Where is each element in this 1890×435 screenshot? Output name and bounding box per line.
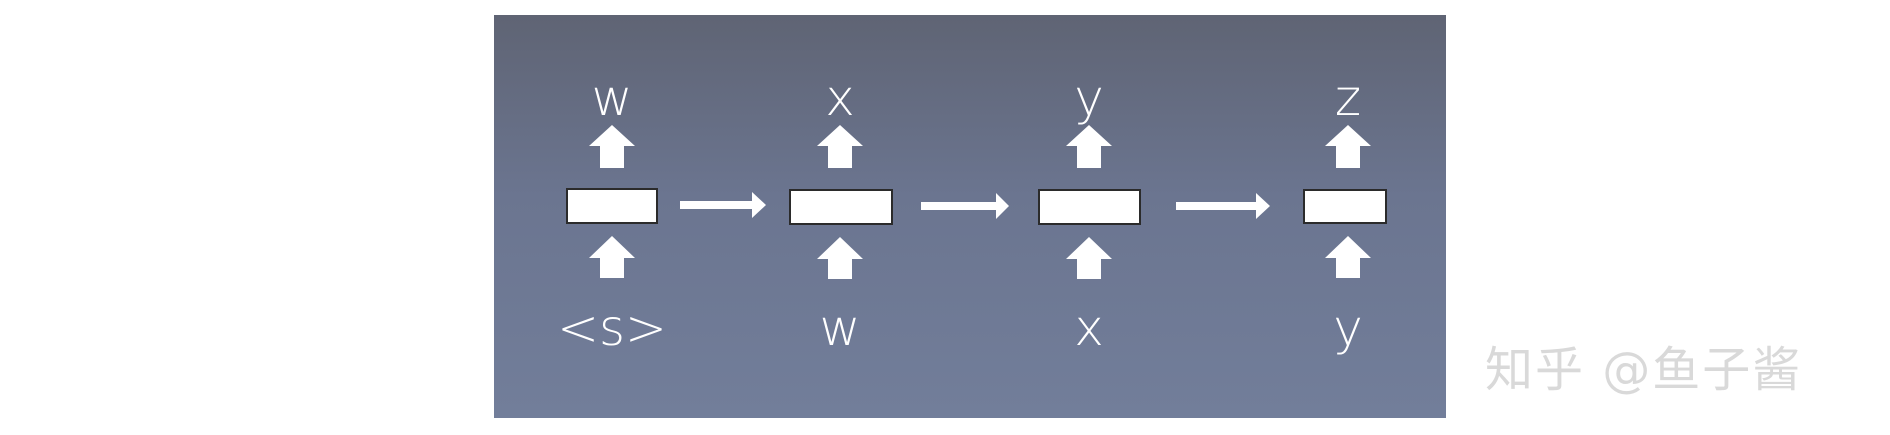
recurrent-arrow-right-icon-3 bbox=[1176, 193, 1270, 219]
input-token-1: <s> bbox=[557, 299, 667, 357]
output-token-3: y bbox=[1074, 69, 1104, 127]
hidden-state-cell-2 bbox=[789, 189, 893, 225]
output-arrow-up-icon-1 bbox=[589, 125, 635, 168]
hidden-state-cell-3 bbox=[1038, 189, 1141, 225]
input-arrow-up-icon-3 bbox=[1066, 237, 1112, 279]
input-arrow-up-icon-1 bbox=[589, 236, 635, 278]
recurrent-arrow-right-icon-1 bbox=[680, 192, 766, 218]
input-token-3: x bbox=[1074, 299, 1104, 357]
output-token-2: x bbox=[825, 69, 855, 127]
output-arrow-up-icon-3 bbox=[1066, 125, 1112, 168]
recurrent-arrow-right-icon-2 bbox=[921, 193, 1009, 219]
input-token-2: w bbox=[820, 299, 861, 357]
output-token-1: w bbox=[592, 69, 633, 127]
watermark: 知乎 @鱼子酱 bbox=[1485, 342, 1803, 398]
output-token-4: z bbox=[1335, 69, 1361, 127]
input-token-4: y bbox=[1333, 299, 1363, 357]
input-arrow-up-icon-4 bbox=[1325, 236, 1371, 278]
hidden-state-cell-4 bbox=[1303, 189, 1387, 224]
output-arrow-up-icon-4 bbox=[1325, 125, 1371, 168]
output-arrow-up-icon-2 bbox=[817, 125, 863, 168]
rnn-sequence-diagram: w <s> x w y x z bbox=[557, 69, 1387, 357]
hidden-state-cell-1 bbox=[566, 188, 658, 224]
input-arrow-up-icon-2 bbox=[817, 237, 863, 279]
diagram-panel: w <s> x w y x z bbox=[494, 15, 1446, 418]
